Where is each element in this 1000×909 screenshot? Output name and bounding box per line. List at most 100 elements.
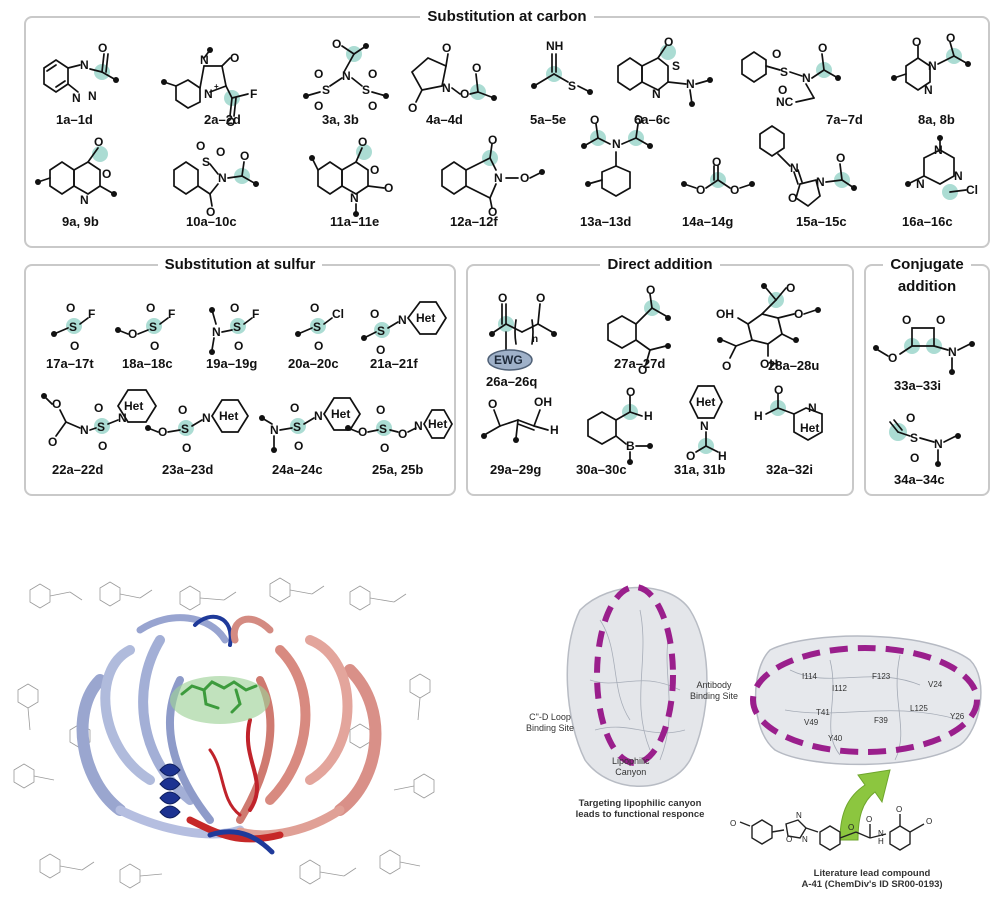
panel-title-conjugate-line2: addition	[897, 278, 957, 295]
structure-11: O O O N	[309, 135, 393, 217]
label-28: 28a–28u	[768, 358, 820, 373]
svg-text:S: S	[672, 59, 680, 73]
structure-27: O O	[607, 283, 671, 377]
structure-19: S OO N F	[209, 301, 259, 355]
svg-text:N: N	[494, 171, 503, 185]
svg-text:N: N	[878, 829, 884, 838]
svg-text:H: H	[644, 409, 653, 423]
svg-text:O: O	[314, 99, 323, 113]
svg-text:O: O	[358, 425, 367, 439]
svg-text:Cl: Cl	[966, 183, 978, 197]
label-10: 10a–10c	[186, 214, 237, 229]
svg-text:O: O	[472, 61, 481, 75]
svg-text:O: O	[730, 819, 736, 828]
svg-text:O: O	[946, 31, 955, 45]
structure-2: N N + O O F	[161, 47, 257, 129]
svg-text:S: S	[910, 431, 918, 445]
svg-text:N: N	[80, 193, 89, 207]
svg-text:N: N	[350, 191, 359, 205]
svg-text:O: O	[70, 339, 79, 353]
svg-text:O: O	[314, 339, 323, 353]
svg-text:N: N	[612, 137, 621, 151]
label-8: 8a, 8b	[918, 112, 955, 127]
residue-label: F39	[874, 716, 888, 725]
residue-label: F123	[872, 672, 891, 681]
svg-text:O: O	[794, 307, 803, 321]
svg-text:O: O	[786, 281, 795, 295]
structure-1: N N N O	[43, 41, 119, 105]
structure-13: N O O	[581, 113, 653, 197]
label-4: 4a–4d	[426, 112, 463, 127]
label-30: 30a–30c	[576, 462, 627, 477]
label-19: 19a–19g	[206, 356, 258, 371]
svg-text:O: O	[910, 451, 919, 465]
svg-text:N: N	[270, 423, 279, 437]
structure-7: S OO N O NC	[741, 41, 841, 109]
svg-text:N: N	[802, 71, 811, 85]
svg-text:S: S	[202, 155, 210, 169]
structure-26: O n O EWG	[487, 291, 557, 371]
svg-text:S: S	[322, 83, 330, 97]
svg-text:O: O	[488, 133, 497, 147]
label-3: 3a, 3b	[322, 112, 359, 127]
structure-24: S OO N N Het	[259, 397, 362, 453]
label-20: 20a–20c	[288, 356, 339, 371]
svg-text:N: N	[72, 91, 81, 105]
svg-text:N: N	[118, 411, 127, 425]
svg-text:S: S	[97, 420, 105, 434]
svg-text:O: O	[488, 397, 497, 411]
svg-text:O: O	[370, 307, 379, 321]
svg-text:N: N	[442, 81, 451, 95]
structure-12: O O N O	[441, 133, 545, 219]
svg-text:N: N	[218, 171, 227, 185]
structure-32: O H N Het	[754, 383, 823, 441]
svg-text:NH: NH	[546, 39, 563, 53]
svg-text:O: O	[912, 35, 921, 49]
svg-text:O: O	[774, 383, 783, 397]
svg-text:O: O	[696, 183, 705, 197]
svg-text:O: O	[48, 435, 57, 449]
svg-text:H: H	[754, 409, 763, 423]
panel-title-conjugate: Conjugate	[883, 256, 971, 273]
svg-text:N: N	[314, 409, 323, 423]
svg-text:O: O	[216, 145, 225, 159]
svg-text:O: O	[590, 113, 599, 127]
svg-text:O: O	[896, 805, 902, 814]
svg-text:O: O	[408, 101, 417, 115]
svg-text:O: O	[772, 47, 781, 61]
svg-text:O: O	[906, 411, 915, 425]
svg-text:O: O	[234, 339, 243, 353]
svg-text:Cl: Cl	[332, 307, 344, 321]
svg-text:O: O	[722, 359, 731, 373]
svg-text:H: H	[718, 449, 727, 463]
structure-22-het: Het	[116, 389, 158, 423]
structure-28: O OH O OH O	[716, 281, 821, 373]
svg-text:O: O	[66, 301, 75, 315]
structure-25: S OO O O N Het	[345, 403, 453, 455]
svg-text:F: F	[88, 307, 95, 321]
residue-label: Y26	[950, 712, 965, 721]
svg-text:N: N	[790, 161, 799, 175]
svg-text:Het: Het	[428, 417, 447, 431]
label-32: 32a–32i	[766, 462, 813, 477]
monomer-left-helix	[159, 763, 181, 819]
svg-text:O: O	[94, 401, 103, 415]
svg-text:N: N	[80, 58, 89, 72]
svg-text:O: O	[730, 183, 739, 197]
label-15: 15a–15c	[796, 214, 847, 229]
ligand-surface	[170, 676, 270, 724]
svg-text:N: N	[948, 345, 957, 359]
svg-text:O: O	[634, 113, 643, 127]
residue-label: T41	[816, 708, 830, 717]
svg-text:O: O	[818, 41, 827, 55]
svg-text:OH: OH	[760, 357, 778, 371]
svg-text:O: O	[240, 149, 249, 163]
structure-15: N O N O	[759, 124, 857, 208]
structure-17: S OO F	[51, 301, 95, 353]
